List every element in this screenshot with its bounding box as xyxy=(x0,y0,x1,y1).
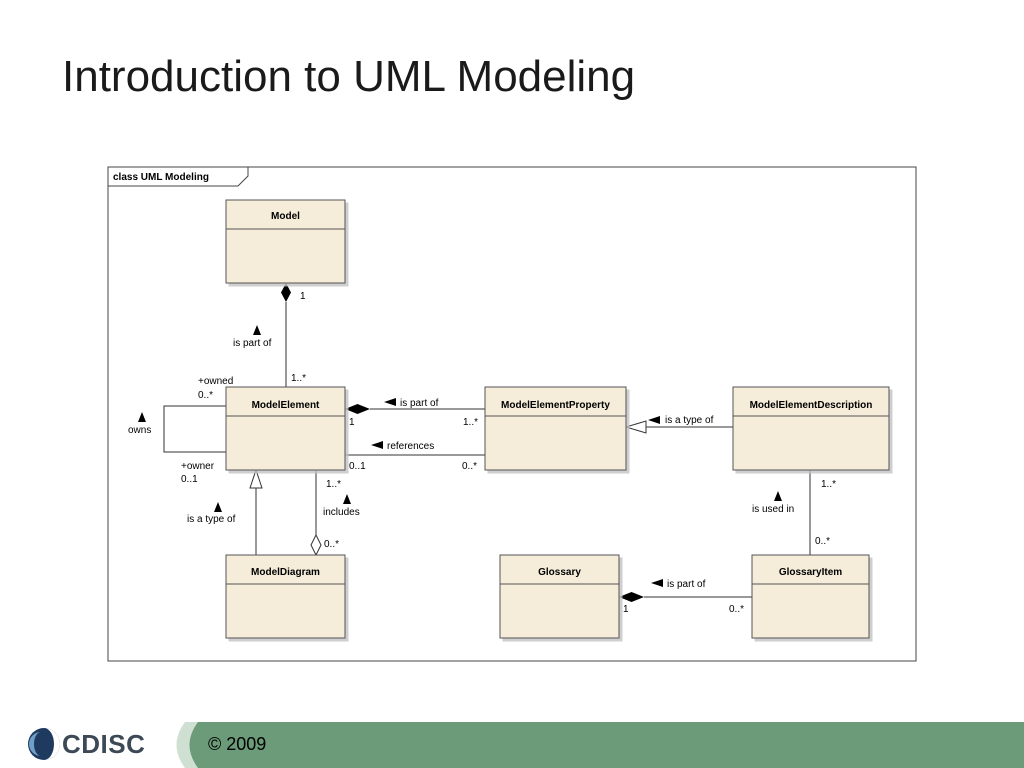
class-model-element-description-name: ModelElementDescription xyxy=(750,400,873,411)
composition-diamond-glossary xyxy=(619,592,644,602)
direction-arrow-left xyxy=(384,398,396,406)
composition-diamond-element xyxy=(345,404,370,414)
direction-arrow-up xyxy=(343,494,351,504)
slide-title: Introduction to UML Modeling xyxy=(62,52,636,101)
mult-owner: 0..1 xyxy=(181,474,198,485)
class-model-element-description xyxy=(732,386,890,471)
label-is-part-of-element: is part of xyxy=(400,398,439,409)
class-model-element-property xyxy=(484,386,627,471)
cdisc-logo-mark xyxy=(28,728,60,760)
label-is-part-of-glossary: is part of xyxy=(667,579,706,590)
edge-owns xyxy=(163,405,226,453)
class-model-element-property-name: ModelElementProperty xyxy=(501,400,610,411)
direction-arrow-up xyxy=(774,491,782,501)
class-glossary-item-name: GlossaryItem xyxy=(779,567,842,578)
class-glossary-item xyxy=(751,554,870,639)
mult-property-1n: 1..* xyxy=(463,417,478,428)
class-model-name: Model xyxy=(271,211,300,222)
label-is-part-of-model: is part of xyxy=(233,338,272,349)
mult-references-property: 0..* xyxy=(462,461,477,472)
class-model-diagram-name: ModelDiagram xyxy=(251,567,320,578)
footer-band xyxy=(185,722,1024,768)
mult-glossary-item: 0..* xyxy=(729,604,744,615)
label-references: references xyxy=(387,441,434,452)
label-is-a-type-of-property: is a type of xyxy=(665,415,714,426)
composition-diamond-model xyxy=(281,283,291,302)
mult-model-1: 1 xyxy=(300,291,306,302)
label-is-a-type-of-element: is a type of xyxy=(187,514,236,525)
class-model-element xyxy=(225,386,346,471)
direction-arrow-up xyxy=(138,412,146,422)
mult-model-element-1n: 1..* xyxy=(291,373,306,384)
direction-arrow-left xyxy=(648,416,660,424)
generalization-arrow-element xyxy=(249,468,263,489)
class-model-diagram xyxy=(225,554,346,639)
class-glossary xyxy=(499,554,620,639)
generalization-arrow-property xyxy=(624,420,647,434)
direction-arrow-up xyxy=(253,325,261,335)
mult-includes-element: 1..* xyxy=(326,479,341,490)
role-owner: +owner xyxy=(181,461,215,472)
frame-label-tab xyxy=(108,167,249,187)
copyright-text: © 2009 xyxy=(208,734,267,754)
role-owned: +owned xyxy=(198,376,233,387)
label-includes: includes xyxy=(323,507,360,518)
mult-includes-diagram: 0..* xyxy=(324,539,339,550)
mult-used-in-description: 1..* xyxy=(821,479,836,490)
mult-glossary-1: 1 xyxy=(623,604,629,615)
mult-element-1: 1 xyxy=(349,417,355,428)
cdisc-logo-text: CDISC xyxy=(62,729,146,759)
mult-references-element: 0..1 xyxy=(349,461,366,472)
direction-arrow-left xyxy=(371,441,383,449)
label-owns: owns xyxy=(128,425,151,436)
class-model-element-name: ModelElement xyxy=(252,400,320,411)
mult-owned: 0..* xyxy=(198,390,213,401)
class-model xyxy=(225,199,346,284)
direction-arrow-up xyxy=(214,502,222,512)
class-glossary-name: Glossary xyxy=(538,567,581,578)
direction-arrow-left xyxy=(651,579,663,587)
mult-used-in-item: 0..* xyxy=(815,536,830,547)
label-is-used-in: is used in xyxy=(752,504,794,515)
frame-label: class UML Modeling xyxy=(113,172,209,183)
